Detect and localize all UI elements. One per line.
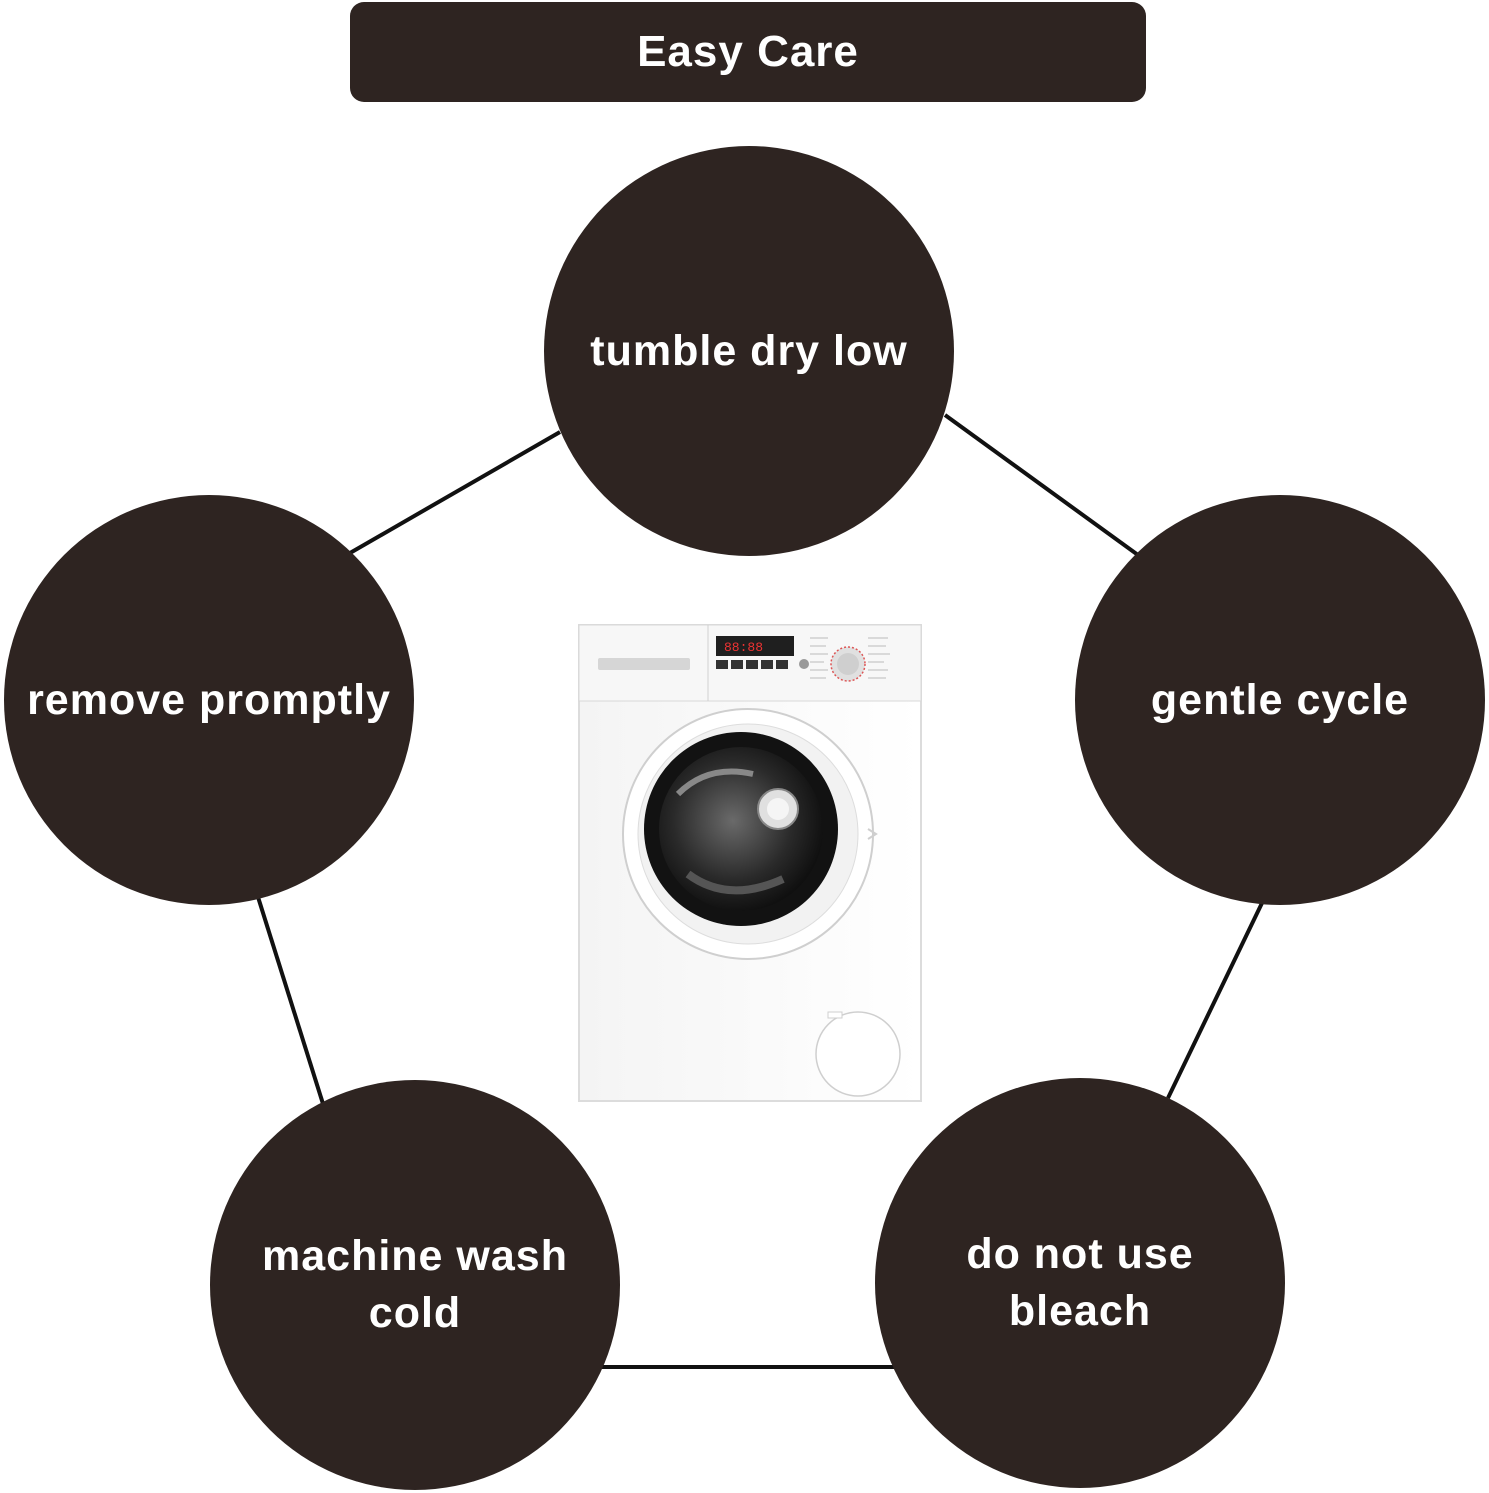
care-circle-remove-promptly: remove promptly [4,495,414,905]
care-label: machine wash cold [262,1232,568,1337]
care-label: remove promptly [27,675,391,724]
care-circle-tumble-dry-low: tumble dry low [544,146,954,556]
care-circle-gentle-cycle: gentle cycle [1075,495,1485,905]
connector-top-right [943,413,1140,557]
care-circle-do-not-use-bleach: do not use bleach [875,1078,1285,1488]
care-label: do not use bleach [966,1230,1194,1335]
care-label: tumble dry low [590,326,908,375]
washing-machine-image: 88:88 [578,624,922,1102]
care-label: gentle cycle [1150,675,1410,724]
page-title: Easy Care [637,27,859,76]
title-banner: Easy Care [350,2,1146,102]
connector-right-bottom [1166,902,1264,1099]
connector-left-bottom [256,896,326,1108]
display-readout: 88:88 [724,640,763,655]
connector-top-left [349,430,561,555]
care-circle-machine-wash-cold: machine wash cold [210,1080,620,1490]
